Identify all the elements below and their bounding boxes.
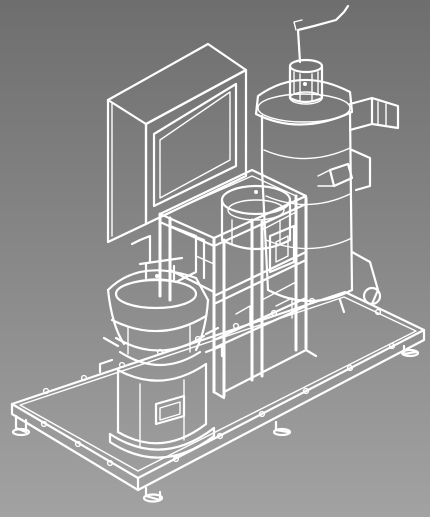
base-skid [10, 290, 426, 492]
frame-piping [130, 224, 293, 327]
control-cabinet [106, 42, 248, 244]
left-separator [98, 256, 224, 459]
fastener-dots [155, 82, 307, 278]
top-drum [220, 184, 296, 274]
leveling-feet [11, 344, 420, 503]
